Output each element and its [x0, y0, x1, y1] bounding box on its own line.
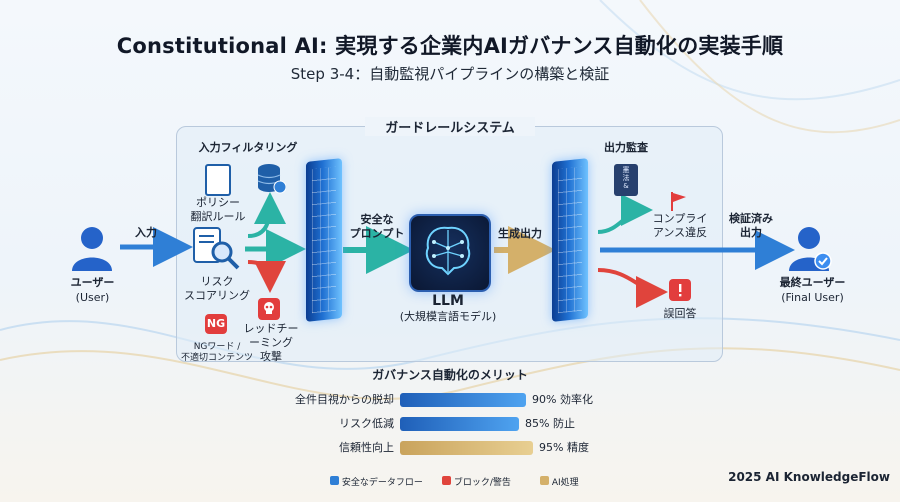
- final-user-label: 最終ユーザー: [779, 276, 846, 289]
- footer-credit: 2025 AI KnowledgeFlow: [728, 470, 890, 484]
- final-user-sublabel: (Final User): [781, 291, 844, 304]
- benefit-row: 全件目視からの脱却 90% 効率化: [280, 392, 660, 408]
- verified-output-label: 検証済み 出力: [729, 212, 773, 239]
- output-firewall: [552, 158, 588, 322]
- benefit-bar-track: [400, 393, 526, 407]
- legend-swatch: [330, 476, 339, 485]
- page-title: Constitutional AI: 実現する企業内AIガバナンス自動化の実装手…: [116, 34, 784, 58]
- guardrail-system-title: ガードレールシステム: [365, 117, 535, 136]
- page-subtitle: Step 3-4：自動監視パイプラインの構築と検証: [290, 65, 610, 83]
- llm-label: LLM: [432, 293, 464, 309]
- benefit-value: 85% 防止: [525, 417, 575, 430]
- wrong-answer-label: 誤回答: [663, 307, 697, 320]
- benefit-bar-fill: [400, 393, 526, 407]
- legend-label: 安全なデータフロー: [341, 478, 423, 488]
- user-sublabel: (User): [75, 291, 110, 304]
- input-filter-title: 入力フィルタリング: [198, 141, 298, 154]
- legend-item: AI処理: [540, 475, 579, 488]
- flag-icon: [671, 192, 686, 211]
- policy-label: ポリシー 翻訳ルール: [190, 196, 246, 223]
- legend-swatch: [442, 476, 451, 485]
- warning-icon: [669, 279, 691, 301]
- legend-item: 安全なデータフロー: [330, 475, 423, 488]
- benefit-label: リスク低減: [339, 417, 394, 430]
- llm-sublabel: (大規模言語モデル): [399, 310, 497, 323]
- risk-magnifier-icon: [193, 227, 240, 270]
- legend-item: ブロック/警告: [442, 475, 511, 488]
- benefit-label: 信頼性向上: [339, 441, 394, 454]
- benefits-title: ガバナンス自動化のメリット: [372, 368, 528, 382]
- output-audit-title: 出力監査: [604, 141, 648, 154]
- safe-prompt-label: 安全な プロンプト: [349, 213, 405, 240]
- user-icon: [72, 227, 112, 271]
- legend: 安全なデータフロー ブロック/警告 AI処理: [330, 475, 590, 489]
- database-icon: [257, 164, 286, 194]
- legend-swatch: [540, 476, 549, 485]
- legend-label: AI処理: [551, 478, 579, 488]
- ng-badge-icon: NG: [205, 314, 227, 334]
- benefits-chart: 全件目視からの脱却 90% 効率化 リスク低減 85% 防止 信頼性向上 95%…: [280, 392, 660, 458]
- benefit-bar-track: [400, 417, 519, 431]
- policy-document-icon: [205, 164, 231, 196]
- benefit-bar-track: [400, 441, 533, 455]
- input-arrow-label: 入力: [135, 226, 157, 239]
- compliance-label: コンプライ アンス違反: [652, 212, 708, 239]
- brain-icon: [425, 226, 471, 276]
- benefit-row: 信頼性向上 95% 精度: [280, 440, 660, 456]
- benefit-bar-fill: [400, 441, 533, 455]
- benefit-bar-fill: [400, 417, 519, 431]
- risk-label: リスク スコアリング: [184, 275, 250, 302]
- generated-output-label: 生成出力: [498, 227, 542, 240]
- benefit-row: リスク低減 85% 防止: [280, 416, 660, 432]
- input-firewall: [306, 158, 342, 322]
- skull-icon: [258, 298, 280, 320]
- redteam-label: レッドチー ーミング 攻撃: [243, 322, 299, 363]
- benefit-value: 90% 効率化: [532, 393, 593, 406]
- legend-label: ブロック/警告: [453, 478, 511, 488]
- constitution-document-icon: 憲 法 &: [614, 164, 638, 196]
- benefit-value: 95% 精度: [539, 441, 589, 454]
- benefit-label: 全件目視からの脱却: [295, 393, 394, 406]
- user-label: ユーザー: [70, 276, 115, 289]
- final-user-icon: [789, 227, 832, 271]
- ng-label: NGワード / 不適切コンテンツ: [180, 342, 253, 363]
